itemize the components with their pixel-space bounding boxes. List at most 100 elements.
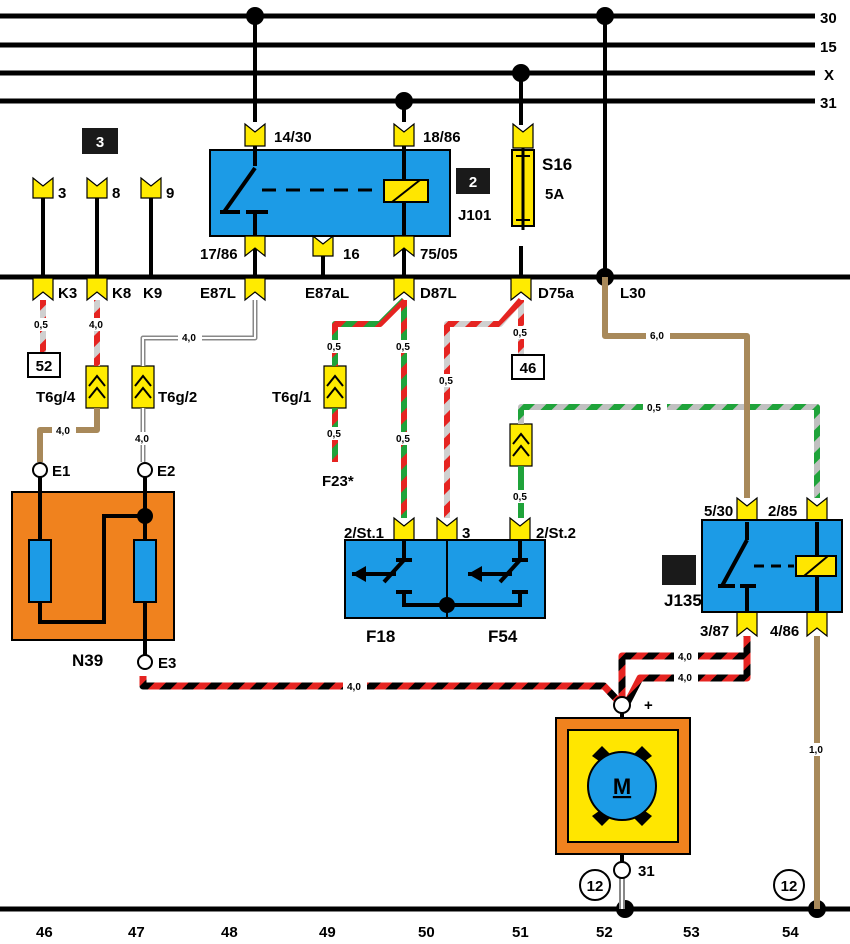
motor-ground-pin: 31	[638, 863, 655, 880]
j101-pin-14-30: 14/30	[274, 129, 312, 146]
column-number: 48	[221, 924, 238, 941]
wire-size: 4,0	[678, 652, 692, 663]
wire-size: 4,0	[182, 333, 196, 344]
connector-icon	[86, 176, 108, 199]
connector-icon	[32, 277, 54, 302]
j135-badge	[662, 555, 696, 585]
ref-box	[511, 354, 545, 380]
n39-unit	[11, 462, 175, 670]
j101-pin-16: 16	[343, 246, 360, 263]
wire-size: 0,5	[513, 328, 527, 339]
connector-icon	[393, 122, 415, 147]
connector-icon	[736, 611, 758, 638]
j135-label: J135	[664, 591, 702, 610]
wire-size: 0,5	[439, 376, 453, 387]
ref-box-label: 52	[36, 358, 53, 375]
bus-label-30: 30	[820, 10, 837, 27]
relay-j101	[209, 145, 451, 237]
n39-e2: E2	[157, 463, 175, 480]
wire-size: 6,0	[650, 331, 664, 342]
harness-k8: K8	[112, 285, 131, 302]
top-connector-8: 8	[112, 185, 120, 202]
bus-label-31: 31	[820, 95, 837, 112]
j135-pin-3-87: 3/87	[700, 623, 729, 640]
wire-size: 4,0	[89, 320, 103, 331]
column-number: 50	[418, 924, 435, 941]
motor-symbol: M	[613, 774, 631, 799]
wire-size-labels: 0,5 4,0 4,0 0,5 0,5 0,5 0,5 6,0 4,0 4,0 …	[30, 318, 829, 756]
connector-icon	[806, 496, 828, 523]
connector-t6g4: T6g/4	[36, 389, 76, 406]
column-number: 53	[683, 924, 700, 941]
section-badge	[82, 128, 118, 154]
connector-chevrons	[88, 374, 530, 457]
n39-e1: E1	[52, 463, 70, 480]
connector-icon	[393, 516, 415, 541]
j135-pin-2-85: 2/85	[768, 503, 797, 520]
fuse-rating: 5A	[545, 186, 564, 203]
j101-pin-18-86: 18/86	[423, 129, 461, 146]
bus-label-15: 15	[820, 39, 837, 56]
column-number: 49	[319, 924, 336, 941]
junction-dots	[246, 7, 826, 918]
connector-t6g1: T6g/1	[272, 389, 311, 406]
wire-size: 4,0	[56, 426, 70, 437]
section-badge-label: 3	[96, 134, 104, 151]
connector-icon	[512, 122, 534, 149]
connector-t6g2: T6g/2	[158, 389, 197, 406]
n39-e3: E3	[158, 655, 176, 672]
connector-icon	[86, 277, 108, 302]
connector-icon	[436, 516, 458, 541]
bus-label-x: X	[824, 67, 834, 84]
wire-size: 0,5	[513, 492, 527, 503]
harness-d75a: D75a	[538, 285, 575, 302]
column-number: 46	[36, 924, 53, 941]
switch-pin-3: 3	[462, 525, 470, 542]
j101-label: J101	[458, 207, 491, 224]
wire-size: 0,5	[396, 342, 410, 353]
motor-icon	[587, 751, 657, 821]
wire-size: 1,0	[809, 745, 823, 756]
ground-ref	[579, 869, 611, 901]
fuse-s16	[511, 146, 535, 230]
harness-k9: K9	[143, 285, 162, 302]
connector-icon	[312, 234, 334, 257]
connector-icon	[393, 277, 415, 302]
ground-ref-label: 12	[781, 878, 798, 895]
switch-pin-st2: 2/St.2	[536, 525, 576, 542]
connector-f23: F23*	[322, 473, 354, 490]
fuse-name: S16	[542, 155, 572, 174]
connector-icon	[806, 611, 828, 638]
harness-l30: L30	[620, 285, 646, 302]
bus-lines	[0, 13, 850, 912]
wire-size: 4,0	[678, 673, 692, 684]
connector-icon	[244, 235, 266, 258]
motor-plus: +	[644, 697, 653, 714]
supply-wires	[41, 16, 607, 277]
connector-icon	[393, 235, 415, 258]
connector-icon	[140, 176, 162, 199]
harness-k3: K3	[58, 285, 77, 302]
ground-ref	[773, 869, 805, 901]
ground-ref-label: 12	[587, 878, 604, 895]
wire-size: 0,5	[647, 403, 661, 414]
wire-size: 0,5	[327, 429, 341, 440]
switch-box	[344, 539, 546, 619]
harness-d87l: D87L	[420, 285, 457, 302]
motor-unit	[555, 696, 691, 879]
column-number: 54	[782, 924, 799, 941]
wire-size: 4,0	[135, 434, 149, 445]
switch-f18-label: F18	[366, 627, 395, 646]
j101-pin-75-05: 75/05	[420, 246, 458, 263]
j101-pin-17-86: 17/86	[200, 246, 238, 263]
ref-box-label: 46	[520, 360, 537, 377]
connector-icon	[510, 277, 532, 302]
top-connector-3: 3	[58, 185, 66, 202]
wire-size: 4,0	[347, 682, 361, 693]
connector-icon	[244, 122, 266, 147]
ref-box	[27, 352, 61, 378]
j135-pin-4-86: 4/86	[770, 623, 799, 640]
connector-icon	[244, 277, 266, 302]
column-number: 47	[128, 924, 145, 941]
